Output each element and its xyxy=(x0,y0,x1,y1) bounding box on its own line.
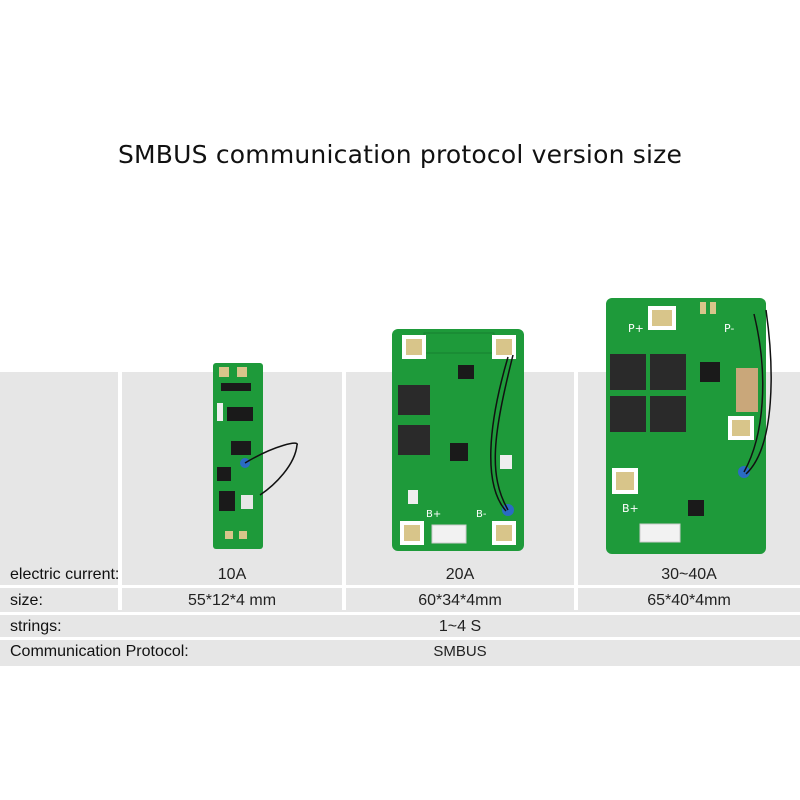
size-value-col3: 65*40*4mm xyxy=(647,592,731,609)
current-value-col1: 10A xyxy=(217,566,247,583)
current-value-col2: 20A xyxy=(445,566,475,583)
row-separator xyxy=(0,612,800,615)
row-label-size: size: xyxy=(10,592,43,609)
b-plus-marking: B+ xyxy=(426,509,441,520)
pcb-board-20a: B+ B- xyxy=(392,329,524,551)
protocol-value: SMBUS xyxy=(433,643,487,660)
size-value-col2: 60*34*4mm xyxy=(418,592,502,609)
column-separator xyxy=(118,372,122,610)
strings-value: 1~4 S xyxy=(438,618,482,635)
p-plus-marking: P+ xyxy=(628,322,644,335)
row-label-protocol: Communication Protocol: xyxy=(10,643,189,660)
b-minus-marking: B- xyxy=(476,509,487,520)
pcb-board-30-40a: P+ P- B+ xyxy=(606,298,772,554)
current-value-col3: 30~40A xyxy=(661,566,717,583)
row-label-current: electric current: xyxy=(10,566,120,583)
pcb-board-10a xyxy=(213,363,298,549)
row-separator xyxy=(0,637,800,640)
page-title: SMBUS communication protocol version siz… xyxy=(117,140,683,169)
row-label-strings: strings: xyxy=(10,618,62,635)
column-separator xyxy=(342,372,346,610)
p-minus-marking: P- xyxy=(724,322,734,335)
b-plus-marking: B+ xyxy=(622,502,639,515)
row-separator xyxy=(0,585,800,588)
size-value-col1: 55*12*4 mm xyxy=(187,592,277,609)
column-separator xyxy=(574,372,578,610)
